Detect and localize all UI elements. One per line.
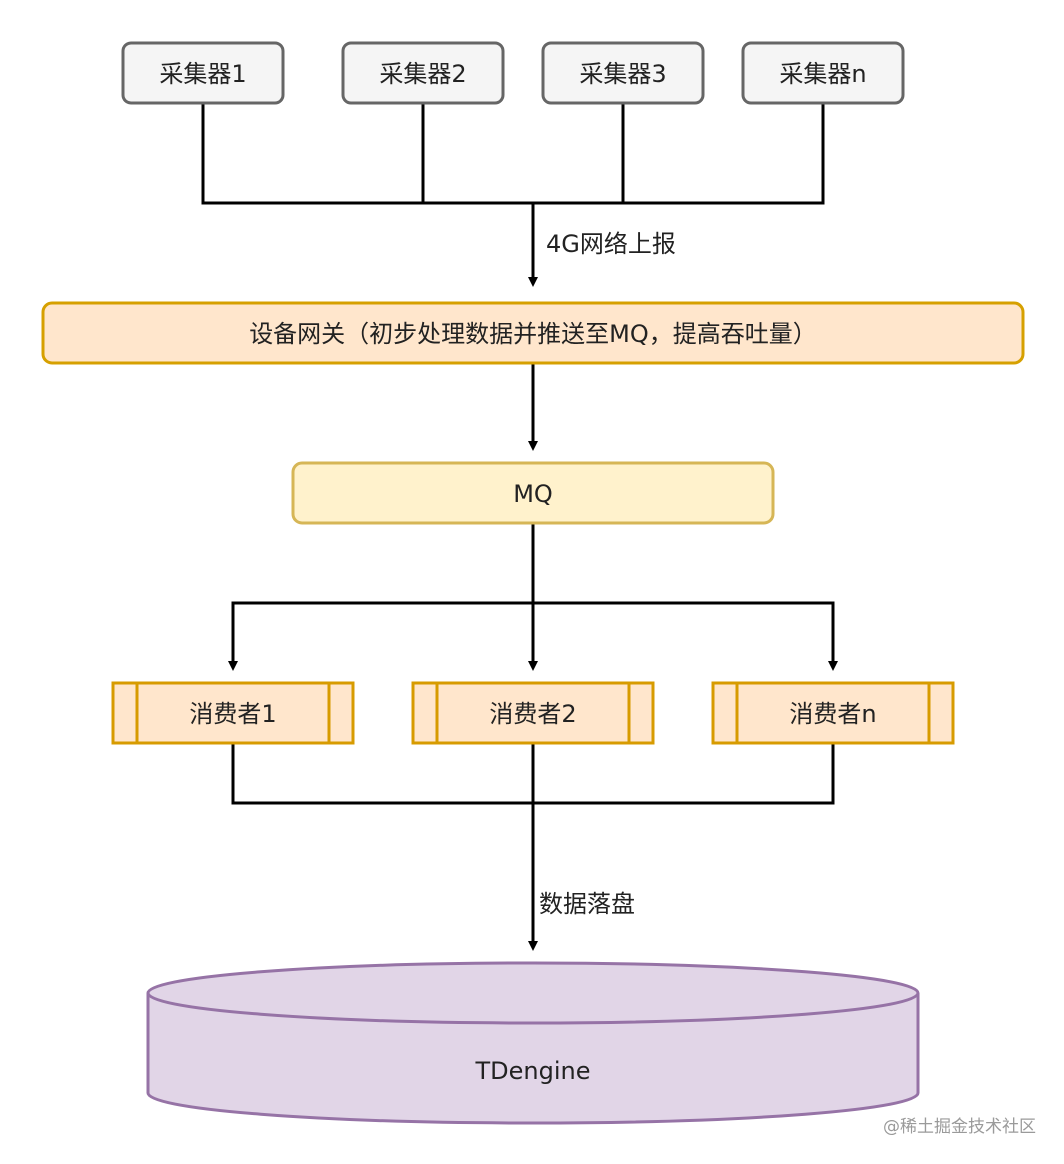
mq-label: MQ bbox=[513, 480, 553, 508]
collector-label: 采集器1 bbox=[159, 60, 246, 88]
gateway-node: 设备网关（初步处理数据并推送至MQ，提高吞吐量） bbox=[41, 301, 1025, 365]
collector-node-1: 采集器1 bbox=[121, 41, 285, 105]
consumer-box bbox=[711, 681, 955, 745]
collector-box bbox=[741, 41, 905, 105]
collector-connectors bbox=[201, 103, 825, 205]
consumer-box bbox=[111, 681, 355, 745]
report-edge-label: 4G网络上报 bbox=[546, 230, 676, 258]
gateway-box bbox=[41, 301, 1025, 365]
consumer-label: 消费者n bbox=[789, 700, 876, 728]
collector-box bbox=[121, 41, 285, 105]
collector-box bbox=[541, 41, 705, 105]
collector-box bbox=[341, 41, 505, 105]
database-label: TDengine bbox=[475, 1057, 591, 1085]
watermark: @稀土掘金技术社区 bbox=[883, 1117, 1036, 1137]
consumer-node-n: 消费者n bbox=[711, 681, 955, 745]
collector-node-3: 采集器3 bbox=[541, 41, 705, 105]
consumer-node-1: 消费者1 bbox=[111, 681, 355, 745]
database-body bbox=[146, 993, 920, 1125]
database-top bbox=[146, 961, 920, 1025]
persist-edge-label: 数据落盘 bbox=[539, 890, 635, 918]
consumer-box bbox=[411, 681, 655, 745]
consumer-node-2: 消费者2 bbox=[411, 681, 655, 745]
collector-label: 采集器3 bbox=[579, 60, 666, 88]
mq-fanout bbox=[228, 523, 838, 671]
mq-node: MQ bbox=[291, 461, 775, 525]
consumer-label: 消费者1 bbox=[189, 700, 276, 728]
mq-box bbox=[291, 461, 775, 525]
consumer-label: 消费者2 bbox=[489, 700, 576, 728]
collector-node-n: 采集器n bbox=[741, 41, 905, 105]
gateway-label: 设备网关（初步处理数据并推送至MQ，提高吞吐量） bbox=[249, 320, 817, 348]
collector-label: 采集器2 bbox=[379, 60, 466, 88]
consumer-fanin bbox=[231, 743, 835, 951]
database-node: TDengine bbox=[146, 961, 920, 1125]
collector-node-2: 采集器2 bbox=[341, 41, 505, 105]
collector-label: 采集器n bbox=[779, 60, 866, 88]
